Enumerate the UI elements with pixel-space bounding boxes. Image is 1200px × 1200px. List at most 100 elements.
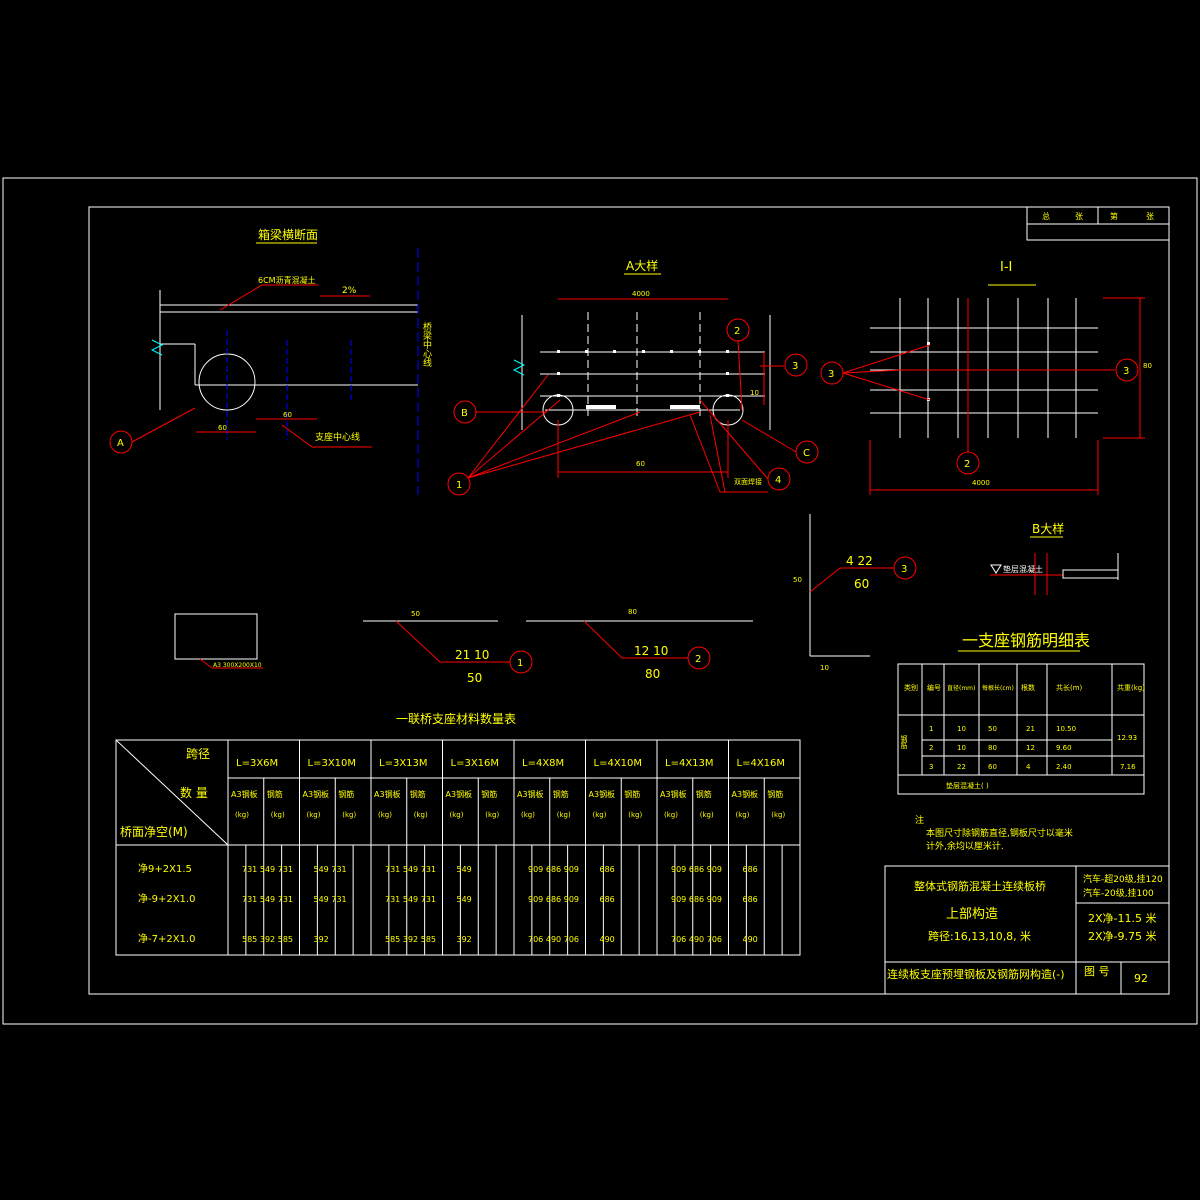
cell-value: 585 (385, 935, 400, 944)
material-table: 一联桥支座材料数量表 跨径 数 量 桥面净空(M) L=3X6MA3钢板(kg)… (115, 711, 801, 956)
cell-value: 686 (546, 895, 561, 904)
sheet-count-box: 总 张 第 张 (1026, 206, 1170, 241)
rebar-r2-len: 80 (988, 744, 997, 752)
dim-60-a: 60 (218, 424, 227, 432)
cell-value: 549 (457, 895, 472, 904)
unit-header: (kg) (700, 811, 714, 819)
centerline-label: 桥梁中心线 (421, 321, 432, 367)
cell-value: 392 (314, 935, 329, 944)
cell-value: 549 (457, 865, 472, 874)
sub-header: 钢筋 (338, 789, 354, 799)
span-header: L=4X8M (522, 758, 564, 769)
rebar-r3-no: 3 (929, 763, 933, 771)
rebar-r1-len: 50 (988, 725, 997, 733)
dim-60-b: 60 (283, 411, 292, 419)
slope-label: 2% (342, 286, 357, 296)
rebar-r3-dia: 22 (957, 763, 966, 771)
cell-value: 549 (314, 865, 329, 874)
row-label: 净-7+2X1.0 (138, 932, 195, 945)
rebar-th-count: 根数 (1021, 683, 1035, 692)
qty-label: 数 量 (180, 785, 208, 800)
unit-header: (kg) (307, 811, 321, 819)
sub-header: A3钢板 (303, 789, 330, 799)
rebar-r2-dia: 10 (957, 744, 966, 752)
outer-frame (2, 177, 1198, 1025)
cell-value: 731 (278, 895, 293, 904)
sub-header: 钢筋 (267, 789, 283, 799)
rebar-3-shape: 50 10 4 22 60 3 (793, 514, 917, 672)
cell-value: 909 (564, 865, 579, 874)
cell-value: 686 (689, 865, 704, 874)
cell-value: 706 (707, 935, 722, 944)
rebar-weight-1-2: 12.93 (1117, 734, 1137, 742)
row-label: 净-9+2X1.0 (138, 892, 195, 905)
cell-value: 909 (671, 865, 686, 874)
cell-value: 549 (314, 895, 329, 904)
rebar-th-number: 编号 (927, 683, 941, 692)
cell-value: 731 (385, 865, 400, 874)
unit-header: (kg) (450, 811, 464, 819)
span-header: L=3X10M (308, 758, 357, 769)
notes-line-1: 本图尺寸除钢筋直径,钢板尺寸以毫米 (926, 827, 1073, 839)
unit-header: (kg) (593, 811, 607, 819)
cell-value: 706 (564, 935, 579, 944)
cell-value: 686 (600, 895, 615, 904)
sub-header: 钢筋 (624, 789, 640, 799)
cell-value: 490 (689, 935, 704, 944)
title-block: 整体式钢筋混凝土连续板桥 上部构造 跨径:16,13,10,8, 米 汽车-超2… (884, 865, 1170, 995)
rebar-th-category: 类别 (904, 683, 918, 692)
rebar-r1-count: 21 (1026, 725, 1035, 733)
sub-header: 钢筋 (553, 789, 569, 799)
cell-value: 392 (403, 935, 418, 944)
unit-header: (kg) (342, 811, 356, 819)
sub-header: A3钢板 (517, 789, 544, 799)
cell-value: 731 (331, 865, 346, 874)
section-1-1-bottom-dim: 4000 (972, 479, 990, 487)
callout-1-a: 1 (456, 480, 462, 491)
unit-header: (kg) (378, 811, 392, 819)
unit-header: (kg) (628, 811, 642, 819)
rebar-concrete: 垫层混凝土( ) (946, 781, 989, 790)
detail-b-view: B大样 垫层混凝土 (990, 521, 1119, 595)
unit-header: (kg) (771, 811, 785, 819)
cell-value: 585 (242, 935, 257, 944)
sub-header: 钢筋 (410, 789, 426, 799)
span-header: L=4X16M (737, 758, 786, 769)
clear-width-2: 2X净-9.75 米 (1088, 929, 1157, 943)
cell-value: 909 (671, 895, 686, 904)
svg-text:总: 总 (1042, 211, 1050, 221)
sub-header: 钢筋 (767, 789, 783, 799)
callout-3-d: 3 (901, 564, 907, 575)
unit-header: (kg) (664, 811, 678, 819)
span-header: L=3X6M (236, 758, 278, 769)
cell-value: 549 (403, 895, 418, 904)
rebar-3-spec: 4 22 (846, 554, 873, 568)
cross-section-view: 箱梁横断面 6CM沥青混凝土 2% 桥梁中心线 60 60 支座中心线 A (109, 227, 432, 495)
cell-value: 686 (600, 865, 615, 874)
callout-2-c: 2 (695, 654, 701, 665)
span-header: L=4X10M (594, 758, 643, 769)
cell-value: 392 (260, 935, 275, 944)
cell-value: 731 (278, 865, 293, 874)
notes-head: 注 (915, 814, 924, 826)
rebar-1-length: 50 (467, 671, 482, 685)
inner-frame (88, 206, 1170, 995)
rebar-r3-total: 2.40 (1056, 763, 1072, 771)
asphalt-label: 6CM沥青混凝土 (258, 275, 316, 285)
part-name: 上部构造 (946, 907, 998, 922)
callout-4: 4 (775, 475, 781, 486)
rebar-th-total-weight: 共重(kg) (1117, 683, 1145, 692)
clear-width-label: 桥面净空(M) (120, 825, 188, 839)
rebar-r2-count: 12 (1026, 744, 1035, 752)
cell-value: 490 (600, 935, 615, 944)
unit-header: (kg) (414, 811, 428, 819)
rebar-1-spec: 21 10 (455, 648, 489, 662)
rebar-r2-no: 2 (929, 744, 933, 752)
sub-header: A3钢板 (732, 789, 759, 799)
callout-1-b: 1 (517, 658, 523, 669)
sub-header: A3钢板 (374, 789, 401, 799)
rebar-r3-len: 60 (988, 763, 997, 771)
cell-value: 490 (743, 935, 758, 944)
svg-text:第: 第 (1110, 211, 1118, 221)
callout-2-b: 2 (964, 459, 970, 470)
